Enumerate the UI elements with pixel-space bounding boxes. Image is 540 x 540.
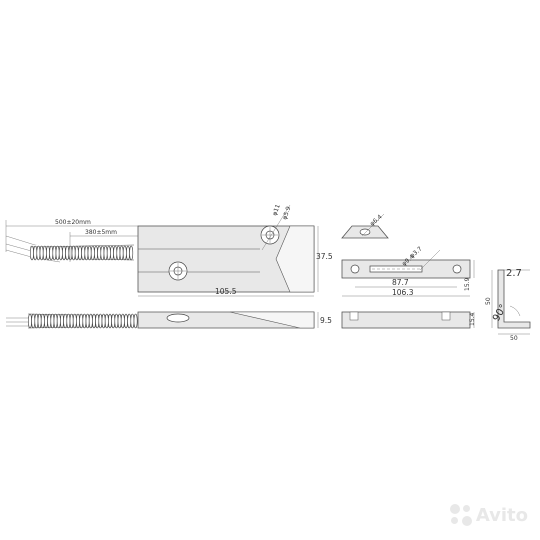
spring-coil — [60, 313, 64, 329]
spring-coil — [127, 313, 132, 329]
spring-coil — [40, 313, 45, 329]
spring-coil — [110, 245, 114, 261]
spring-coil — [52, 245, 57, 261]
spring-coil — [106, 245, 111, 261]
spring-coil — [108, 313, 112, 329]
side-thickness-label: 9.5 — [320, 316, 332, 325]
spring-coil — [53, 313, 58, 329]
spring-coil — [76, 313, 80, 329]
spring-coil — [72, 313, 77, 329]
spring-coil — [31, 313, 36, 329]
bracket-leg-width-label: 50 — [510, 335, 518, 342]
magnet-side-view: 15.4 — [341, 311, 476, 329]
spring-coil — [85, 313, 90, 329]
spring-coil — [120, 313, 125, 329]
bracket-angle-label: 90° — [491, 303, 509, 324]
spring-coil — [84, 245, 89, 261]
spring-coil — [92, 313, 96, 329]
armoured-cable-top — [29, 244, 135, 261]
armoured-cable-side — [27, 313, 138, 329]
spring-coil — [95, 313, 100, 329]
magnet-inner-length-label: 87.7 — [392, 278, 409, 287]
spring-coil — [103, 245, 108, 261]
spring-coil — [74, 245, 79, 261]
spring-coil — [98, 313, 103, 329]
spring-coil — [79, 313, 84, 329]
spring-coil — [37, 313, 42, 329]
spring-coil — [39, 245, 44, 261]
spring-coil — [78, 245, 82, 261]
spring-coil — [50, 313, 55, 329]
magnet-hole-label: φ6.4 — [369, 213, 384, 227]
spring-coil — [88, 313, 93, 329]
spring-coil — [82, 313, 87, 329]
stripped-length-label: 380±5mm — [85, 229, 117, 236]
spring-coil — [42, 245, 47, 261]
spring-coil — [90, 245, 95, 261]
body-height-label: 37.5 — [316, 252, 333, 261]
spring-coil — [81, 245, 86, 261]
spring-coil — [97, 245, 102, 261]
bracket-thickness-label: 2.7 — [506, 268, 522, 279]
spring-coil — [55, 245, 60, 261]
switch-top-view: 500±20mm 380±5mm 105.5 37.5 φ11 φ5.9 — [5, 203, 333, 297]
spring-coil — [117, 313, 122, 329]
spring-coil — [47, 313, 52, 329]
body-length-label: 105.5 — [215, 287, 237, 296]
spring-coil — [36, 245, 41, 261]
spring-coil — [104, 313, 109, 329]
magnet-height-label: 15.9 — [464, 277, 471, 291]
spring-coil — [33, 245, 38, 261]
spring-coil — [30, 245, 34, 261]
spring-coil — [94, 245, 98, 261]
spring-coil — [126, 245, 130, 261]
spring-coil — [129, 245, 134, 261]
spring-coil — [56, 313, 61, 329]
angle-bracket: 2.7 50 90° 50 — [485, 268, 531, 342]
switch-side-view: 9.5 — [6, 311, 332, 329]
spring-coil — [71, 245, 76, 261]
magnet-front-view: φ3.7 φ9.4 87.7 106.3 15.9 — [341, 245, 475, 297]
magnet-body-side — [341, 311, 471, 329]
spring-coil — [111, 313, 116, 329]
watermark-text: Avito — [475, 504, 528, 526]
hole-diameter-label-1: φ11 — [271, 203, 282, 216]
spring-coil — [63, 313, 68, 329]
spring-coil — [114, 313, 119, 329]
spring-coil — [124, 313, 128, 329]
avito-watermark: Avito — [449, 504, 528, 526]
magnet-total-length-label: 106.3 — [392, 288, 414, 297]
spring-coil — [68, 245, 73, 261]
spring-coil — [49, 245, 54, 261]
bracket-leg-height-label: 50 — [485, 297, 492, 305]
spring-coil — [116, 245, 121, 261]
magnet-top-view: φ6.4 — [341, 213, 389, 239]
spring-coil — [62, 245, 66, 261]
spring-coil — [44, 313, 48, 329]
spring-coil — [122, 245, 127, 261]
spring-coil — [66, 313, 71, 329]
spring-coil — [130, 313, 135, 329]
spring-coil — [34, 313, 39, 329]
spring-coil — [46, 245, 50, 261]
hole-diameter-label-2: φ5.9 — [281, 205, 292, 220]
spring-coil — [101, 313, 106, 329]
avito-logo-icon — [449, 504, 472, 526]
spring-coil — [113, 245, 118, 261]
spring-coil — [69, 313, 74, 329]
cable-wires-side — [6, 317, 30, 327]
cable-length-label: 500±20mm — [55, 219, 91, 226]
spring-coil — [119, 245, 124, 261]
spring-coil — [87, 245, 92, 261]
spring-coil — [133, 313, 138, 329]
magnet-side-height-label: 15.4 — [469, 312, 476, 326]
spring-coil — [100, 245, 105, 261]
spring-coil — [65, 245, 70, 261]
spring-coil — [28, 313, 32, 329]
spring-coil — [58, 245, 63, 261]
